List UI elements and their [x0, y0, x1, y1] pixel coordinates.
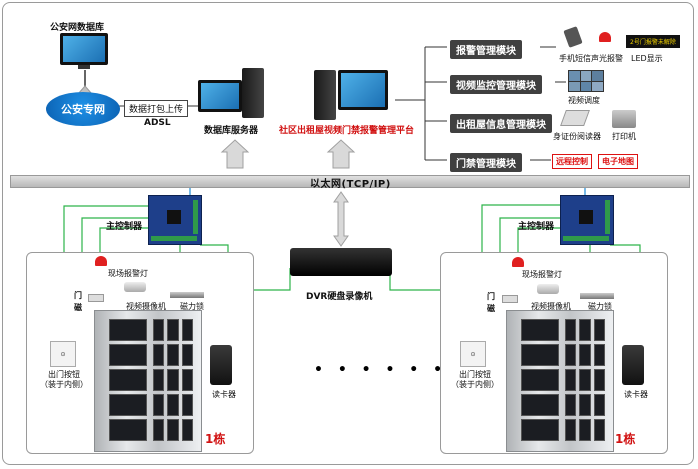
video-module: 视频监控管理模块 — [450, 75, 542, 94]
camera-icon-right — [537, 284, 559, 294]
police-net-cloud: 公安专网 — [46, 92, 120, 126]
camera-label-right: 视频摄像机 — [531, 302, 571, 311]
sms-label: 手机短信 — [559, 54, 591, 63]
magnetic-lock-icon-left — [170, 292, 204, 298]
data-upload-label: 数据打包上传 — [124, 100, 189, 117]
reader-label-right: 读卡器 — [624, 390, 648, 399]
server-arrow — [220, 139, 250, 169]
building-label-left: 1栋 — [205, 432, 226, 446]
alarm-siren-icon — [599, 32, 611, 42]
ethernet-label: 以太网(TCP/IP) — [310, 179, 391, 190]
door-sensor-icon-left — [88, 294, 104, 302]
led-label: LED显示 — [631, 54, 663, 63]
more-buildings-dots: • • • • • • — [314, 362, 448, 378]
camera-icon-left — [124, 282, 146, 292]
controller-label-left: 主控制器 — [106, 222, 143, 232]
db-server-tower — [242, 68, 264, 118]
alarm-label: 声光报警 — [591, 54, 623, 63]
police-net-label: 公安专网 — [61, 103, 105, 116]
platform-tower — [314, 70, 336, 120]
db-server-label: 数据库服务器 — [204, 126, 259, 136]
card-reader-left — [210, 345, 232, 385]
rental-module: 出租屋信息管理模块 — [450, 114, 552, 133]
lock-label-left: 磁力锁 — [180, 302, 204, 311]
alarm-light-icon-left — [95, 256, 107, 266]
alarm-light-label-left: 现场报警灯 — [108, 269, 148, 278]
dvr-arrow — [333, 191, 349, 247]
exit-button-label-right: 出门按钮 （装于内侧） — [451, 370, 499, 389]
printer-icon — [612, 110, 636, 128]
door-sensor-icon-right — [502, 295, 518, 303]
ethernet-bar — [10, 175, 690, 188]
dvr-label: DVR硬盘录像机 — [306, 292, 373, 302]
controller-label-right: 主控制器 — [518, 222, 555, 232]
db-server-monitor — [198, 80, 242, 112]
adsl-label: ADSL — [144, 118, 171, 128]
police-db-label: 公安网数据库 — [50, 23, 105, 33]
main-controller-left — [148, 195, 202, 245]
reader-label-left: 读卡器 — [212, 390, 236, 399]
alarm-light-icon-right — [512, 257, 524, 267]
door-sensor-label-right: 门 磁 — [487, 292, 495, 313]
door-right — [506, 310, 614, 452]
id-reader-label: 身证份阅读器 — [553, 132, 601, 141]
magnetic-lock-icon-right — [580, 293, 614, 299]
video-dispatch-label: 视频调度 — [568, 96, 600, 105]
lock-label-right: 磁力锁 — [588, 302, 612, 311]
exit-button-label-left: 出门按钮 （装于内侧） — [40, 370, 88, 389]
platform-label: 社区出租屋视频门禁报警管理平台 — [279, 126, 415, 136]
remote-control-box: 远程控制 — [552, 154, 592, 169]
door-sensor-label-left: 门 磁 — [74, 291, 82, 312]
led-display: 2号门报警未解除 — [626, 35, 680, 48]
building-label-right: 1栋 — [615, 432, 636, 446]
monitor-stand — [78, 65, 90, 69]
access-module: 门禁管理模块 — [450, 153, 522, 172]
camera-label-left: 视频摄像机 — [126, 302, 166, 311]
dvr-device — [290, 248, 392, 276]
exit-button-right: ⊙ — [460, 341, 486, 367]
outer-frame — [2, 2, 694, 465]
platform-arrow — [326, 139, 356, 169]
emap-box: 电子地图 — [598, 154, 638, 169]
police-db-computer — [60, 33, 108, 65]
video-wall-icon — [568, 70, 604, 92]
alarm-light-label-right: 现场报警灯 — [522, 270, 562, 279]
door-left — [94, 310, 202, 452]
main-controller-right — [560, 195, 614, 245]
platform-monitor — [338, 70, 388, 110]
alarm-module: 报警管理模块 — [450, 40, 522, 59]
printer-label: 打印机 — [612, 132, 636, 141]
exit-button-left: ⊙ — [50, 341, 76, 367]
card-reader-right — [622, 345, 644, 385]
